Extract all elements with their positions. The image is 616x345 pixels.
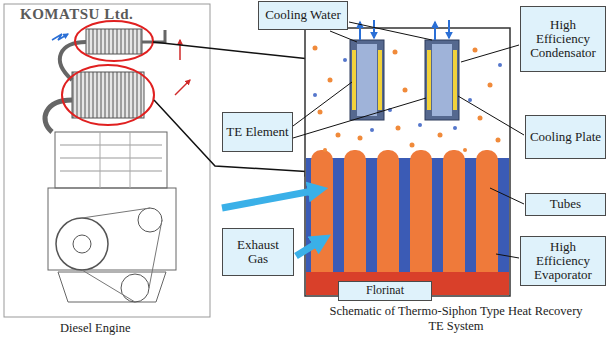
vapour-dots-part: [313, 93, 317, 97]
condenser-unit-part: [357, 44, 377, 116]
vapour-dots-part: [453, 126, 457, 130]
vapour-dots-part: [393, 50, 398, 55]
schematic-part: [305, 28, 510, 296]
exhaust-arrow-part: [222, 190, 318, 208]
label-text: TE Element: [226, 125, 288, 139]
condenser-unit-part: [350, 40, 384, 120]
engine-drawing-part: [62, 65, 154, 125]
engine-drawing-part: [45, 100, 72, 132]
company-name: KOMATSU Ltd.: [20, 6, 133, 23]
engine-drawing-part: [48, 188, 176, 270]
label-box: Florinat: [338, 281, 432, 301]
schematic-part: [344, 150, 366, 285]
label-text: Exhaust Gas: [226, 238, 290, 267]
leader-line-part: [490, 188, 524, 204]
label-text: Tubes: [550, 197, 581, 211]
engine-drawing-part: [86, 29, 142, 54]
engine-drawing-part: [138, 208, 162, 232]
leader-line-part: [293, 82, 352, 126]
label-box: High Efficiency Evaporator: [520, 236, 606, 286]
vapour-dots-part: [410, 143, 415, 148]
vapour-dots-part: [318, 110, 323, 115]
cooling-water-pipe: [360, 20, 449, 40]
label-box: Cooling Water: [258, 1, 348, 30]
label-box: High Efficiency Condensator: [520, 6, 606, 72]
schematic-part: [476, 150, 498, 285]
engine-drawing-part: [100, 132, 130, 188]
vapour-dots-part: [358, 136, 363, 141]
leader-line-part: [458, 96, 524, 135]
vapour-dots-part: [496, 138, 501, 143]
label-text: Cooling Plate: [530, 130, 601, 144]
engine-drawing-part: [121, 274, 149, 302]
pointer-arrow-part: [154, 100, 314, 172]
label-box: Tubes: [525, 193, 606, 216]
engine-drawing-part: [55, 132, 167, 188]
cooling-water-pipe-part: [448, 20, 450, 38]
schematic-part: [311, 150, 333, 285]
condenser-unit-part: [432, 44, 452, 116]
engine-drawing-part: [73, 235, 91, 253]
label-box: TE Element: [222, 112, 293, 152]
vapour-dots-part: [468, 98, 472, 102]
engine-drawing-part: [56, 218, 108, 270]
vapour-dots-part: [473, 48, 478, 53]
leader-line-part: [496, 254, 519, 258]
condenser-unit-part: [425, 40, 459, 120]
condenser-unit-part: [352, 50, 356, 110]
vapour-dots-part: [438, 133, 443, 138]
vapour-dots-part: [336, 133, 341, 138]
figure-title: Diesel Engine: [60, 321, 130, 336]
schematic-part: [443, 150, 465, 285]
engine-drawing-part: [60, 42, 86, 80]
label-text: Cooling Water: [265, 8, 341, 22]
vapour-dots-part: [323, 148, 327, 152]
label-text: Florinat: [366, 284, 404, 297]
label-text: High Efficiency Condensator: [524, 18, 602, 61]
engine-drawing-part: [175, 80, 190, 95]
vapour-dots-part: [418, 123, 422, 127]
engine-drawing-part: [4, 4, 210, 317]
engine-drawing-part: [82, 208, 162, 302]
vapour-dots-part: [488, 83, 493, 88]
leader-line: [293, 22, 524, 258]
leader-line-part: [330, 31, 357, 42]
schematic-part: [377, 150, 399, 285]
vapour-dots-part: [328, 78, 333, 83]
label-box: Cooling Plate: [525, 115, 606, 159]
leader-line-part: [461, 45, 519, 62]
cooling-water-pipe-part: [373, 20, 375, 38]
vapour-dots-part: [313, 46, 318, 51]
engine-drawing-part: [60, 145, 162, 171]
schematic: [222, 20, 510, 296]
exhaust-arrow-part: [296, 240, 322, 256]
label-text: High Efficiency Evaporator: [524, 240, 602, 283]
condenser-unit-part: [453, 50, 457, 110]
vapour-dots: [313, 46, 503, 153]
vapour-dots-part: [463, 148, 467, 152]
engine-drawing: [4, 4, 210, 317]
engine-drawing-part: [72, 72, 144, 118]
leader-line-part: [293, 98, 426, 138]
vapour-dots-part: [403, 88, 408, 93]
cooling-water-pipe-part: [434, 22, 436, 40]
engine-drawing-part: [52, 34, 68, 40]
vapour-dots-part: [498, 63, 502, 67]
caption: Schematic of Thermo-Siphon Type Heat Rec…: [325, 304, 587, 334]
schematic-part: [410, 150, 432, 285]
label-box: Exhaust Gas: [222, 228, 294, 276]
leader-line-part: [349, 22, 432, 40]
condenser-unit-part: [378, 50, 382, 110]
engine-drawing-part: [58, 272, 166, 302]
engine-drawing-part: [179, 40, 181, 60]
condenser-unit-part: [427, 50, 431, 110]
vapour-dots-part: [343, 58, 347, 62]
vapour-dots-part: [370, 128, 374, 132]
vapour-dots-part: [396, 126, 401, 131]
engine-drawing-part: [75, 21, 153, 61]
condenser-unit: [350, 40, 459, 120]
vapour-dots-part: [478, 116, 483, 121]
